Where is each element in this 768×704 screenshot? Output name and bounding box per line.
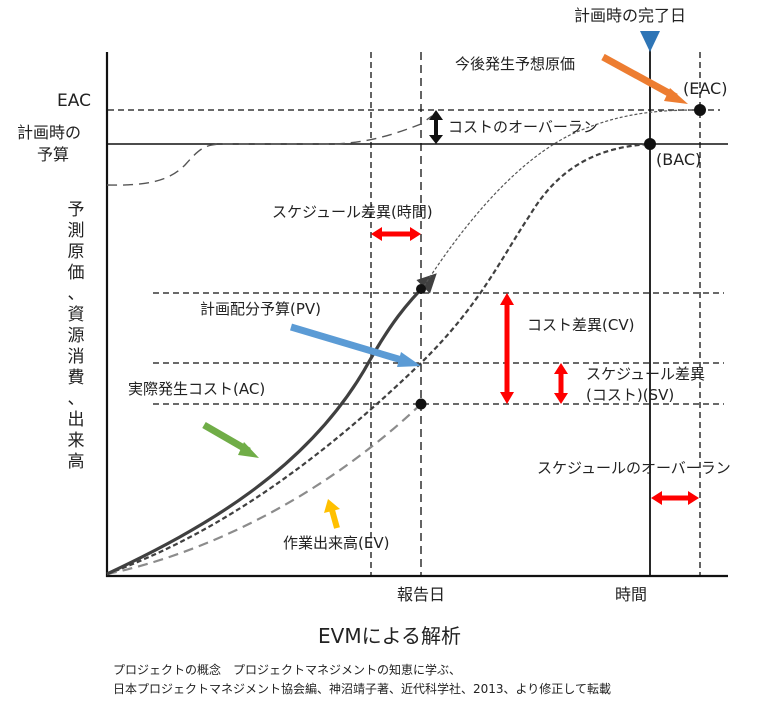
y-tick-budget-line1: 計画時の — [17, 123, 82, 142]
bac-point-label: (BAC) — [656, 150, 702, 169]
bac-point — [644, 138, 656, 150]
cv-label: コスト差異(CV) — [527, 316, 635, 334]
pv-label: 計画配分予算(PV) — [200, 300, 322, 318]
budget-forecast-curve — [106, 115, 433, 186]
ev-label: 作業出来高(EV) — [283, 534, 390, 552]
ac-label: 実際発生コスト(AC) — [128, 380, 266, 398]
eac-point-label: (EAC) — [683, 79, 728, 98]
diagram-title: EVMによる解析 — [318, 624, 461, 648]
planned-completion-marker-icon — [640, 31, 660, 52]
schedule-variance-time-label: スケジュール差異(時間) — [272, 203, 433, 221]
x-axis-label: 時間 — [615, 585, 648, 604]
etc-pointer-arrow-icon — [601, 53, 688, 104]
pv-pointer-arrow-icon — [289, 323, 421, 367]
cost-overrun-label: コストのオーバーラン — [448, 118, 598, 136]
schedule-overrun-arrow-icon — [651, 491, 699, 505]
ac-point — [416, 284, 426, 294]
cost-variance-arrow-icon — [500, 293, 514, 404]
sv-label-line2: (コスト)(SV) — [586, 386, 675, 404]
x-tick-report-date: 報告日 — [397, 585, 446, 604]
cost-overrun-arrow-icon — [429, 110, 443, 144]
schedule-variance-time-arrow-icon — [371, 227, 421, 241]
y-tick-budget-line2: 予算 — [37, 145, 70, 164]
etc-label: 今後発生予想原価 — [455, 55, 576, 73]
eac-point — [694, 104, 706, 116]
schedule-variance-cost-arrow-icon — [554, 363, 568, 404]
sv-label-line1: スケジュール差異 — [586, 365, 705, 383]
ac-curve — [106, 273, 437, 576]
caption-line2: 日本プロジェクトマネジメント協会編、神沼靖子著、近代科学社、2013、より修正し… — [113, 682, 611, 696]
planned-completion-label: 計画時の完了日 — [574, 6, 687, 25]
ev-curve — [106, 403, 422, 576]
schedule-overrun-label: スケジュールのオーバーラン — [537, 459, 731, 477]
y-tick-eac: EAC — [57, 91, 91, 111]
ac-forecast-curve — [423, 109, 701, 287]
ac-pointer-arrow-icon — [202, 421, 259, 458]
pv-curve — [106, 142, 651, 576]
ev-point — [415, 398, 427, 410]
y-axis-label: 予測原価、資源消費、出来高 — [67, 200, 85, 472]
caption-line1: プロジェクトの概念 プロジェクトマネジメントの知恵に学ぶ、 — [113, 663, 462, 677]
ev-pointer-arrow-icon — [324, 499, 340, 529]
